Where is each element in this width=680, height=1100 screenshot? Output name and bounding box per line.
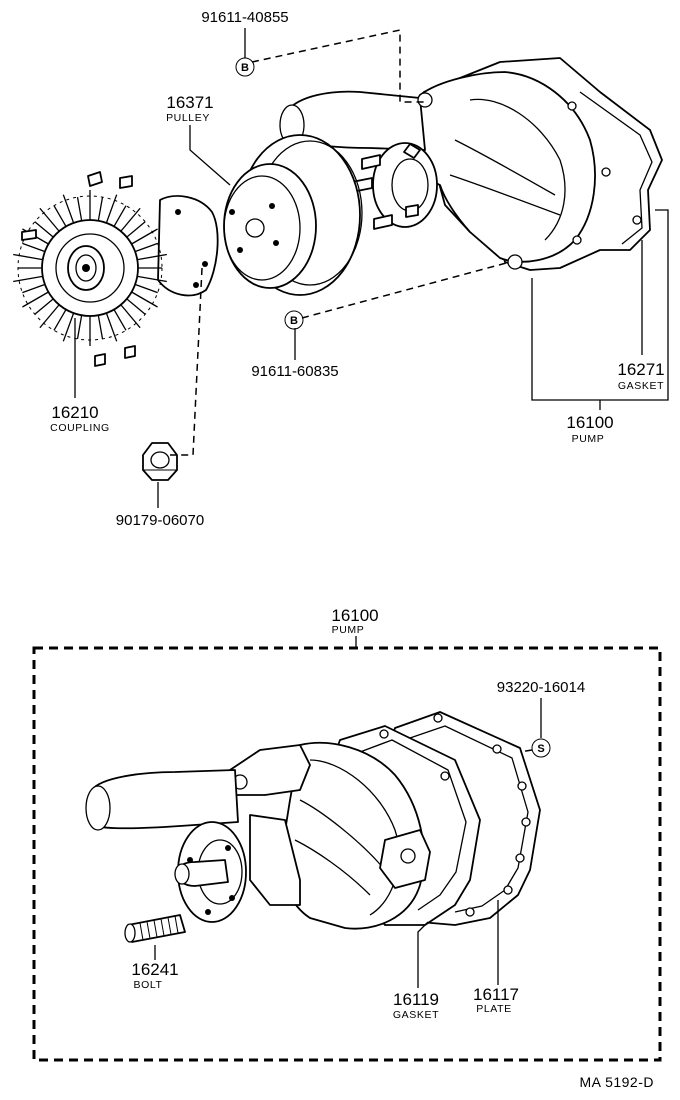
stud-bolt — [124, 914, 186, 943]
part-number-gasket-upper: 16271 — [617, 360, 664, 379]
part-name-gasket-upper: GASKET — [618, 380, 664, 392]
bolt-thread — [174, 915, 179, 934]
coupling-fin — [129, 290, 158, 308]
part-name-plate: PLATE — [476, 1003, 511, 1015]
part-number-91611-60835: 91611-60835 — [251, 363, 338, 380]
coupling-fin — [34, 297, 56, 315]
marker-b-upper-label: B — [241, 62, 249, 74]
coupling-fin — [13, 275, 45, 283]
marker-s-label: S — [537, 743, 544, 755]
bolt-thread — [160, 918, 165, 936]
assembly-number-pump: 16100 — [331, 606, 378, 625]
coupling-fin — [13, 253, 45, 261]
bolt-thread — [167, 917, 172, 935]
part-number-gasket-lower: 16119 — [393, 990, 439, 1009]
coupling-fin — [105, 194, 118, 225]
drawing-code: MA 5192-D — [579, 1074, 654, 1090]
coupling-fin — [53, 205, 68, 229]
coupling-fin — [62, 311, 75, 342]
pump-housing-upper — [279, 57, 663, 271]
bolt-thread — [139, 922, 144, 941]
coupling-fin — [62, 194, 75, 225]
coupling-fin — [97, 196, 104, 223]
lower-leader-lines — [154, 698, 542, 988]
coupling-fin — [124, 221, 146, 239]
coupling-fin — [112, 307, 127, 331]
part-name-bolt: BOLT — [133, 979, 162, 991]
coupling-fin — [34, 221, 56, 239]
upper-leader-lines — [74, 28, 669, 508]
coupling-fin — [39, 207, 61, 234]
part-name-pump-upper: PUMP — [572, 433, 605, 445]
part-number-pump-upper: 16100 — [566, 413, 613, 432]
coupling-fin — [124, 297, 146, 315]
marker-b-lower-label: B — [290, 315, 298, 327]
coupling-fin — [133, 242, 158, 253]
coupling-fin — [39, 302, 61, 329]
coupling-fin — [129, 228, 158, 246]
assembly-frame — [32, 646, 662, 1062]
part-number-93220-16014: 93220-16014 — [497, 679, 585, 696]
fluid-coupling — [13, 171, 167, 367]
coupling-fin — [22, 283, 47, 294]
coupling-fin — [133, 283, 158, 294]
coupling-fin — [97, 313, 104, 340]
part-name-pulley: PULLEY — [166, 112, 210, 124]
coupling-fin — [119, 302, 141, 329]
coupling-fin — [76, 313, 83, 340]
marker-s: S — [531, 738, 551, 758]
part-number-90179-06070: 90179-06070 — [116, 512, 204, 529]
flange-nut — [142, 442, 178, 481]
coupling-fin — [22, 290, 51, 308]
part-number-coupling: 16210 — [51, 403, 98, 422]
coupling-fin — [112, 205, 127, 229]
bolt-thread — [153, 920, 158, 938]
coupling-fin — [53, 307, 68, 331]
coupling-fin — [135, 253, 167, 261]
assembly-name-pump: PUMP — [332, 624, 365, 636]
part-number-bolt: 16241 — [131, 960, 178, 979]
bolt-thread — [146, 921, 151, 939]
coupling-fin — [22, 242, 47, 253]
coupling-hub-plate — [157, 195, 219, 297]
coupling-fin-outline — [17, 195, 163, 341]
part-name-gasket-lower: GASKET — [393, 1009, 439, 1021]
pump-housing-lower — [85, 741, 431, 930]
pulley — [223, 134, 363, 296]
coupling-fin — [135, 275, 167, 283]
coupling-fin — [119, 207, 141, 234]
part-number-plate: 16117 — [473, 985, 519, 1004]
marker-b-upper: B — [235, 57, 255, 77]
part-number-91611-40855: 91611-40855 — [201, 9, 288, 26]
marker-b-lower: B — [284, 310, 304, 330]
coupling-fin — [105, 311, 118, 342]
coupling-fin — [76, 196, 83, 223]
part-number-pulley: 16371 — [166, 93, 213, 112]
part-name-coupling: COUPLING — [50, 422, 110, 434]
